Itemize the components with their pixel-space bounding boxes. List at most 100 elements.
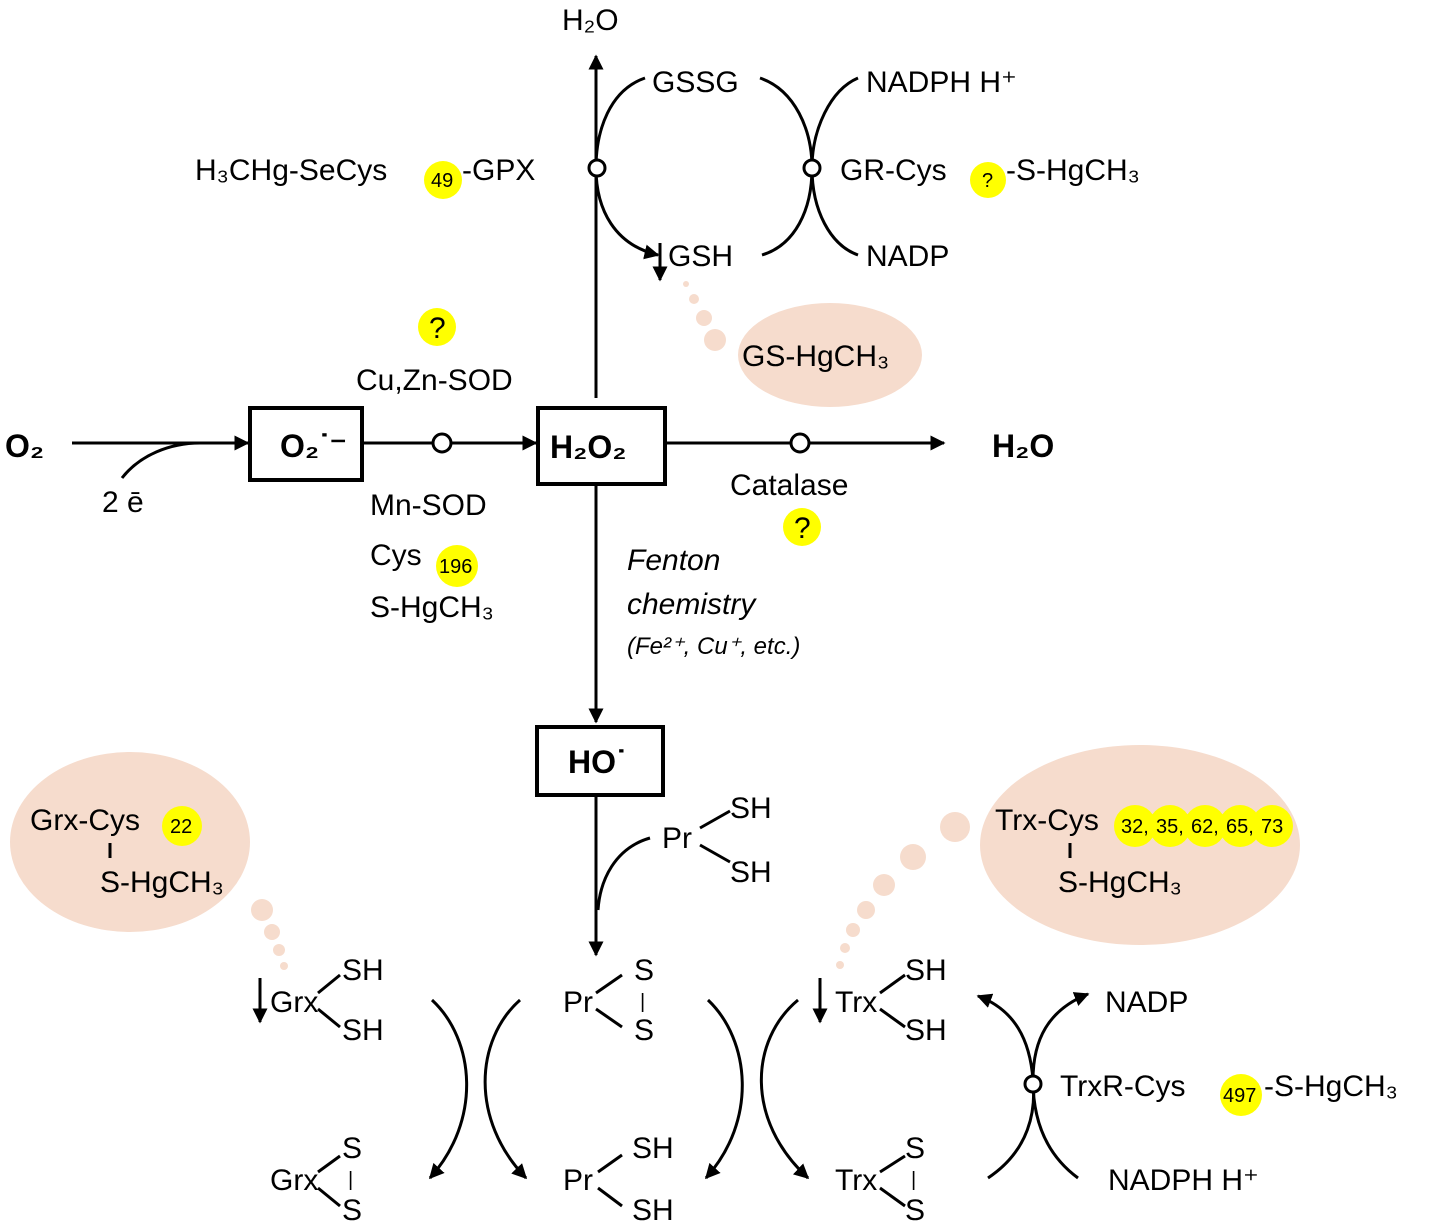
gsh-label: GSH	[668, 240, 733, 273]
mn-hg-label: S-HgCH₃	[370, 591, 494, 624]
trx-site-badge	[1114, 805, 1156, 847]
nadph-bottom-label: NADPH H⁺	[1108, 1164, 1259, 1197]
trx-oxidized-s2: S	[905, 1194, 925, 1227]
gr-suffix: -S-HgCH₃	[1006, 154, 1140, 187]
trx-reduced-sh1: SH	[905, 954, 947, 987]
fenton-line1: Fenton	[627, 544, 720, 577]
trx-oxidized-s1: S	[905, 1132, 925, 1165]
gr-site: ?	[982, 170, 993, 192]
grx-pr-exchange	[428, 998, 528, 1180]
trx-site-badge	[1149, 805, 1191, 847]
pr-oxidized	[595, 973, 623, 1029]
trx-reduced	[812, 973, 906, 1029]
cuzn-question: ?	[429, 312, 446, 345]
catalase-question: ?	[794, 512, 811, 545]
grx-reduced-sh2: SH	[342, 1014, 384, 1047]
fenton-line2: chemistry	[627, 588, 757, 621]
grx-oxidized-s1: S	[342, 1132, 362, 1165]
water-right-label: H₂O	[992, 428, 1054, 464]
grx-oxidized-bond: |	[348, 1169, 353, 1191]
grx-oxidized-s2: S	[342, 1194, 362, 1227]
gpx-prefix: H₃CHg-SeCys	[195, 154, 387, 187]
mn-site-badge	[436, 545, 478, 587]
pr-reduced-bottom-sh2: SH	[632, 1194, 674, 1227]
trx-site: 62,	[1191, 816, 1219, 838]
hydroxyl-label: HO˙	[568, 744, 627, 780]
pr-reduced-top-sh2: SH	[730, 856, 772, 889]
pr-reduced-bottom-sh1: SH	[632, 1132, 674, 1165]
o2-label: O₂	[5, 428, 44, 464]
pr-oxidation	[588, 795, 731, 957]
grx-bubble-hg: S-HgCH₃	[100, 866, 224, 899]
cuzn-question-badge	[418, 308, 456, 346]
trx-site-badge	[1219, 805, 1261, 847]
trx-bubble	[836, 745, 1300, 969]
trxr-prefix: TrxR-Cys	[1060, 1070, 1186, 1103]
gr-site-badge	[970, 162, 1006, 198]
gr-prefix: GR-Cys	[840, 154, 947, 187]
superoxide-box	[248, 406, 364, 482]
catalase-label: Catalase	[730, 469, 848, 502]
gpx-site: 49	[431, 170, 453, 192]
trxr-site-badge	[1220, 1074, 1262, 1116]
fenton-line3: (Fe²⁺, Cu⁺, etc.)	[627, 633, 800, 660]
trx-site: 65,	[1226, 816, 1254, 838]
trx-site-badges: 32, 35, 62, 65, 73	[1114, 805, 1293, 847]
pr-reduced-top: Pr	[662, 822, 692, 855]
catalase-question-badge	[783, 508, 821, 546]
h2o2-label: H₂O₂	[550, 429, 626, 465]
main-axis	[72, 432, 946, 724]
trx-oxidized-bond: |	[911, 1169, 916, 1191]
trxr-site: 497	[1223, 1085, 1256, 1107]
superoxide-label: O₂˙⁻	[280, 428, 347, 464]
mn-sod-label: Mn-SOD	[370, 489, 487, 522]
trx-oxidized	[879, 1154, 906, 1208]
gs-hg-bubble	[683, 281, 922, 407]
trx-site-badge	[1251, 805, 1293, 847]
h2o2-box	[536, 406, 667, 486]
nadp-top-label: NADP	[866, 240, 949, 273]
trx-bubble-hg: S-HgCH₃	[1058, 866, 1182, 899]
gpx-suffix: -GPX	[462, 154, 535, 187]
gpx-label: H₃CHg-SeCys 49 -GPX	[195, 154, 535, 199]
trx-reduced-label: Trx	[835, 986, 877, 1019]
grx-bubble	[10, 752, 288, 970]
trx-site-badge	[1184, 805, 1226, 847]
grx-bubble-cys: Grx-Cys	[30, 804, 140, 837]
gpx-site-badge	[424, 161, 462, 199]
grx-reduced-sh1: SH	[342, 954, 384, 987]
trx-oxidized-label: Trx	[835, 1164, 877, 1197]
pr-oxidized-bond: |	[640, 991, 645, 1013]
gr-label: GR-Cys ? -S-HgCH₃	[840, 154, 1140, 198]
water-top-label: H₂O	[562, 4, 619, 37]
trx-bubble-cys: Trx-Cys	[995, 804, 1099, 837]
grx-site-badge	[162, 806, 202, 846]
gs-hg-label: GS-HgCH₃	[742, 340, 889, 373]
grx-reduced-label: Grx	[270, 986, 318, 1019]
nadp-bottom-label: NADP	[1105, 986, 1188, 1019]
gpx-cycle	[587, 54, 859, 398]
pr-oxidized-label: Pr	[563, 986, 593, 1019]
grx-oxidized	[317, 1154, 341, 1208]
pr-reduced-bottom	[597, 1153, 623, 1208]
mn-cys-label: Cys	[370, 539, 422, 572]
pr-reduced-top-sh1: SH	[730, 792, 772, 825]
grx-site: 22	[170, 816, 192, 838]
trxr-exchange	[976, 992, 1090, 1180]
electrons-label: 2 ē	[102, 486, 144, 519]
trxr-suffix: -S-HgCH₃	[1264, 1070, 1398, 1103]
pr-reduced-bottom-label: Pr	[563, 1164, 593, 1197]
pr-oxidized-s1: S	[634, 954, 654, 987]
mn-site: 196	[439, 556, 472, 578]
trx-site: 32,	[1121, 816, 1149, 838]
grx-reduced	[252, 973, 341, 1029]
trx-reduced-sh2: SH	[905, 1014, 947, 1047]
hydroxyl-box	[535, 725, 665, 797]
trxr-label: TrxR-Cys 497 -S-HgCH₃	[1060, 1070, 1398, 1116]
trx-site: 35,	[1156, 816, 1184, 838]
pr-trx-exchange	[704, 998, 810, 1180]
pr-oxidized-s2: S	[634, 1014, 654, 1047]
gssg-label: GSSG	[652, 66, 739, 99]
cuzn-sod-label: Cu,Zn-SOD	[356, 364, 513, 397]
